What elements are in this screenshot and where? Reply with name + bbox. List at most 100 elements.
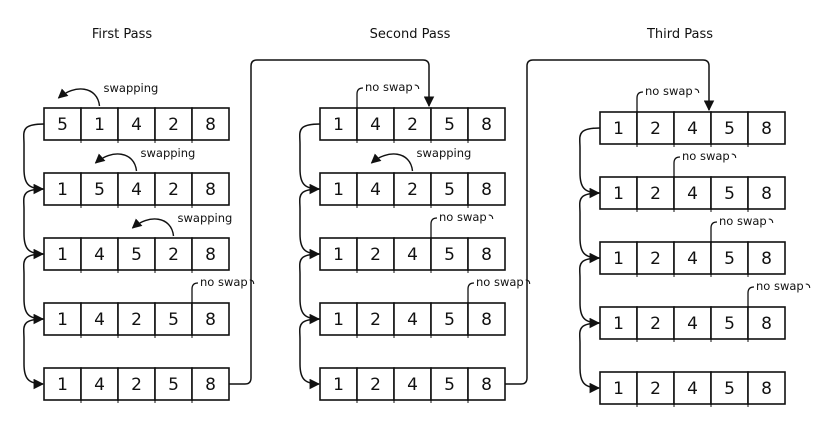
array-cell bbox=[673, 241, 712, 275]
cell-value: 2 bbox=[168, 180, 179, 200]
no-swap-bracket bbox=[710, 221, 718, 242]
next-step-arrow bbox=[579, 257, 601, 329]
next-pass-arrow bbox=[505, 59, 715, 385]
cell-value: 1 bbox=[613, 314, 624, 334]
cell-value: 5 bbox=[57, 115, 68, 135]
array-cell bbox=[710, 176, 749, 210]
swap-label: swapping bbox=[104, 81, 159, 95]
cell-value: 2 bbox=[131, 310, 142, 330]
cell-value: 8 bbox=[481, 310, 492, 330]
array-cell bbox=[356, 172, 395, 206]
swap-label: swapping bbox=[417, 146, 472, 160]
array-cell bbox=[154, 367, 193, 401]
cell-value: 1 bbox=[613, 249, 624, 269]
no-swap-label: no swap bbox=[439, 210, 487, 224]
array-cell bbox=[673, 371, 712, 405]
cell-value: 5 bbox=[94, 180, 105, 200]
next-step-arrow bbox=[299, 188, 321, 260]
array-cell bbox=[467, 107, 506, 141]
cell-value: 2 bbox=[370, 310, 381, 330]
no-swap-label: no swap bbox=[200, 275, 248, 289]
cell-value: 4 bbox=[407, 245, 418, 265]
array-cell bbox=[710, 371, 749, 405]
swap-arrow bbox=[57, 88, 101, 107]
cell-value: 1 bbox=[613, 184, 624, 204]
no-swap-hook bbox=[249, 279, 255, 285]
swap-arrow bbox=[370, 153, 414, 172]
cell-value: 8 bbox=[761, 379, 772, 399]
cell-value: 8 bbox=[761, 119, 772, 139]
array-cell bbox=[191, 107, 230, 141]
swap-label: swapping bbox=[141, 146, 196, 160]
cell-value: 8 bbox=[761, 249, 772, 269]
cell-value: 4 bbox=[407, 310, 418, 330]
cell-value: 5 bbox=[724, 119, 735, 139]
array-cell bbox=[747, 241, 786, 275]
array-cell bbox=[467, 237, 506, 271]
cell-value: 4 bbox=[687, 379, 698, 399]
cell-value: 8 bbox=[205, 115, 216, 135]
no-swap-bracket bbox=[191, 282, 199, 303]
cell-value: 1 bbox=[57, 310, 68, 330]
cell-value: 4 bbox=[370, 115, 381, 135]
pass-title: First Pass bbox=[92, 27, 152, 42]
cell-value: 8 bbox=[205, 375, 216, 395]
array-cell bbox=[356, 107, 395, 141]
array-cell bbox=[117, 237, 156, 271]
swap-arrow bbox=[94, 153, 138, 172]
array-cell bbox=[599, 111, 638, 145]
cell-value: 2 bbox=[650, 184, 661, 204]
next-step-arrow bbox=[299, 253, 321, 325]
no-swap-hook bbox=[768, 218, 774, 224]
no-swap-bracket bbox=[356, 87, 364, 108]
swap-label: swapping bbox=[178, 211, 233, 225]
array-cell bbox=[117, 367, 156, 401]
no-swap-label: no swap bbox=[756, 279, 804, 293]
no-swap-bracket bbox=[673, 156, 681, 177]
cell-value: 4 bbox=[131, 115, 142, 135]
cell-value: 5 bbox=[444, 375, 455, 395]
array-cell bbox=[747, 306, 786, 340]
cell-value: 2 bbox=[407, 115, 418, 135]
array-cell bbox=[599, 371, 638, 405]
array-cell bbox=[393, 302, 432, 336]
cell-value: 8 bbox=[205, 180, 216, 200]
no-swap-hook bbox=[805, 283, 811, 289]
cell-value: 1 bbox=[333, 115, 344, 135]
next-step-arrow bbox=[23, 318, 45, 390]
cell-value: 8 bbox=[761, 314, 772, 334]
array-cell bbox=[117, 172, 156, 206]
array-cell bbox=[80, 302, 119, 336]
cell-value: 5 bbox=[131, 245, 142, 265]
cell-value: 5 bbox=[444, 115, 455, 135]
cell-value: 4 bbox=[370, 180, 381, 200]
cell-value: 5 bbox=[724, 314, 735, 334]
cell-value: 2 bbox=[168, 245, 179, 265]
cell-value: 4 bbox=[94, 375, 105, 395]
array-cell bbox=[599, 241, 638, 275]
no-swap-hook bbox=[694, 88, 700, 94]
connector-layer bbox=[23, 59, 715, 394]
array-cell bbox=[747, 111, 786, 145]
cell-value: 4 bbox=[407, 375, 418, 395]
array-cell bbox=[467, 302, 506, 336]
cell-value: 8 bbox=[205, 310, 216, 330]
arrays-layer: First Pass 5 1 4 2 8 swapping 1 5 4 2 8 swapping 1 4 5 2… bbox=[43, 27, 811, 407]
cell-value: 2 bbox=[650, 249, 661, 269]
array-cell bbox=[467, 172, 506, 206]
next-step-arrow bbox=[579, 192, 601, 264]
next-step-arrow bbox=[579, 127, 601, 199]
array-cell bbox=[430, 367, 469, 401]
next-step-arrow bbox=[23, 123, 45, 195]
cell-value: 1 bbox=[57, 375, 68, 395]
array-cell bbox=[356, 367, 395, 401]
array-cell bbox=[319, 302, 358, 336]
